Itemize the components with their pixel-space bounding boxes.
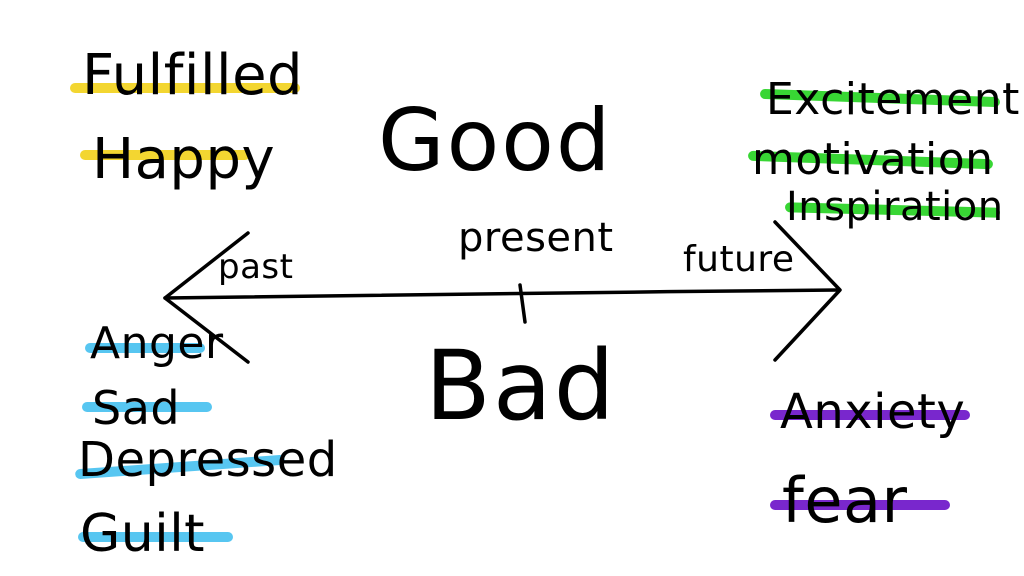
word-inspiration: Inspiration	[786, 184, 1004, 230]
good-heading: Good	[378, 91, 613, 191]
highlight-anxiety	[770, 410, 970, 420]
word-anxiety: Anxiety	[780, 384, 966, 440]
left-arrowhead	[163, 231, 250, 364]
highlight-guilt	[78, 532, 233, 542]
word-anger: Anger	[90, 318, 224, 369]
highlight-fear	[770, 500, 950, 510]
present-label: present	[458, 215, 614, 261]
present-tick	[518, 283, 527, 324]
highlight-happy	[80, 150, 250, 160]
highlight-fulfilled	[70, 83, 300, 93]
past-label: past	[218, 247, 294, 287]
word-sad: Sad	[92, 381, 181, 435]
word-happy: Happy	[92, 127, 276, 192]
word-excitement: Excitement	[766, 74, 1020, 125]
highlight-sad	[82, 402, 212, 412]
word-motivation: motivation	[752, 134, 994, 185]
bad-heading: Bad	[425, 330, 617, 442]
right-arrowhead	[773, 220, 842, 362]
highlight-anger	[85, 343, 205, 353]
timeline-line	[163, 288, 840, 300]
word-fulfilled: Fulfilled	[82, 43, 304, 108]
word-depressed: Depressed	[78, 432, 338, 488]
word-guilt: Guilt	[80, 504, 206, 564]
future-label: future	[683, 239, 795, 280]
word-fear: fear	[782, 464, 908, 537]
